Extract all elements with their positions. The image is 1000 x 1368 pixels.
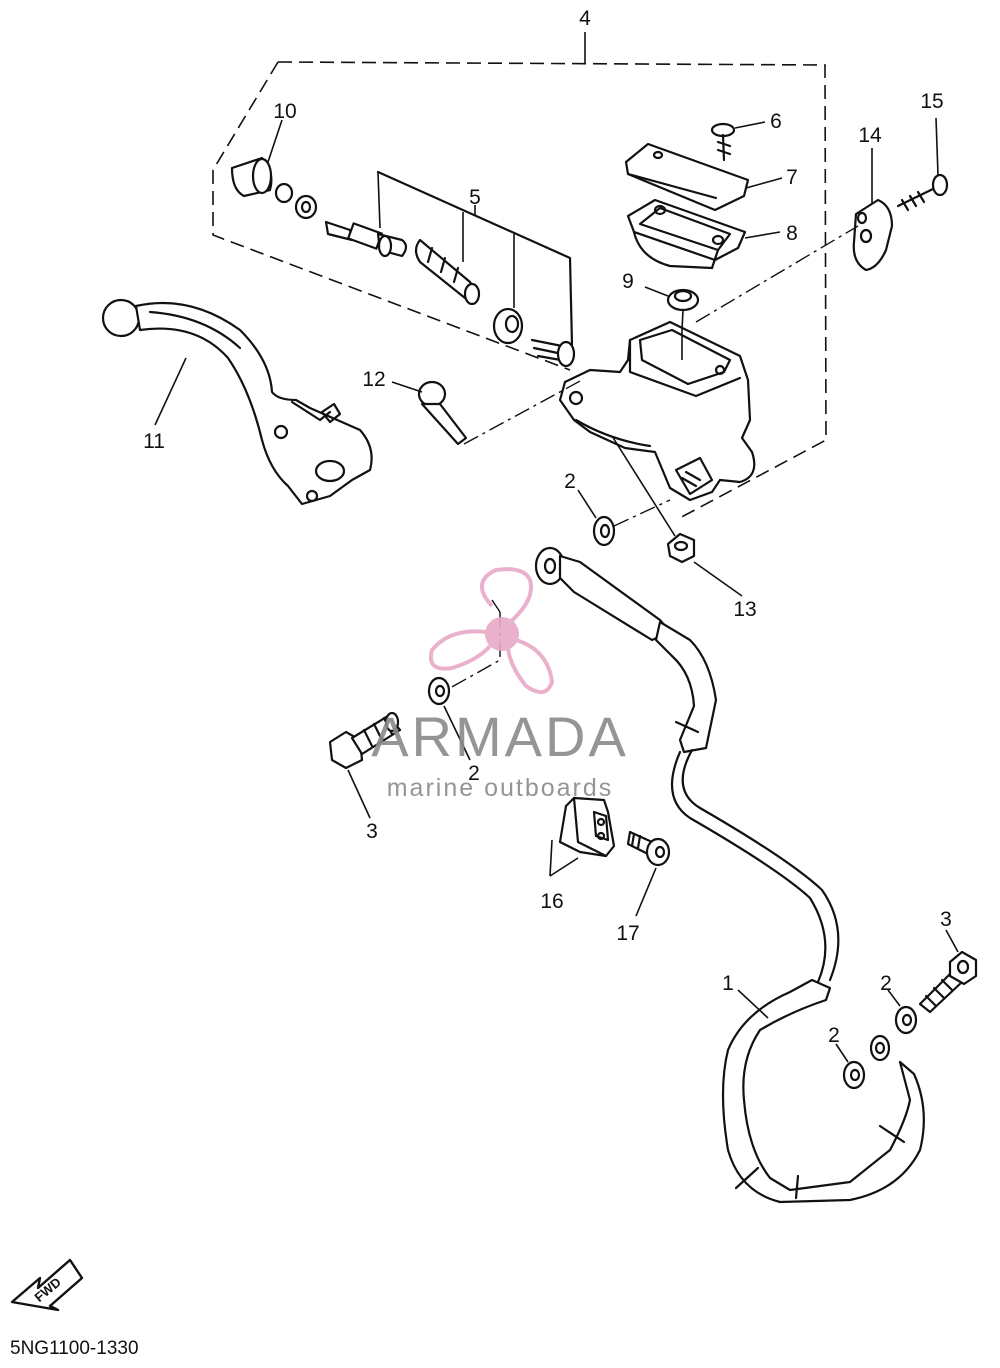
part-washer-lower-right (887, 989, 918, 1035)
callout-12: 12 (362, 368, 385, 391)
part-clutch-hose (534, 546, 925, 1204)
forward-direction-arrow: FWD (10, 1258, 84, 1312)
part-clutch-lever (101, 298, 373, 506)
callout-1: 1 (722, 972, 734, 995)
callout-14: 14 (858, 124, 882, 147)
callout-4: 4 (579, 7, 591, 30)
part-holder (852, 148, 894, 272)
callout-11: 11 (143, 430, 165, 453)
watermark: ARMADA marine outboards (371, 567, 629, 802)
part-nut (611, 435, 743, 597)
part-washer-lower-left (835, 1043, 866, 1090)
callout-2-lower-left: 2 (828, 1024, 840, 1047)
part-master-cylinder-body (558, 309, 756, 502)
part-float-plate (644, 286, 700, 312)
part-holder-bolt (896, 117, 949, 212)
part-clamp-screw (626, 830, 671, 917)
watermark-subtitle: marine outboards (387, 774, 614, 802)
callout-3-right: 3 (940, 908, 952, 931)
callout-3-left: 3 (366, 820, 378, 843)
callout-8: 8 (786, 222, 798, 245)
diagram-part-code: 5NG1100-1330 (10, 1338, 139, 1359)
callouts: 4 10 5 6 7 8 9 14 15 12 11 2 13 2 3 16 1… (143, 7, 952, 1047)
callout-15: 15 (920, 90, 943, 113)
callout-2-lower-right: 2 (880, 972, 892, 995)
callout-7: 7 (786, 166, 798, 189)
assembly-boundary (212, 32, 827, 521)
callout-2-top: 2 (564, 470, 576, 493)
watermark-propeller-logo (429, 567, 555, 694)
callout-6: 6 (770, 110, 782, 133)
callout-2-mid: 2 (468, 762, 480, 785)
callout-17: 17 (616, 922, 639, 945)
part-cap-screw (710, 121, 766, 162)
callout-13: 13 (733, 598, 756, 621)
part-hose-clamp (549, 796, 616, 877)
callout-9: 9 (622, 270, 634, 293)
watermark-title: ARMADA (371, 705, 629, 768)
part-pivot-pin (391, 380, 468, 446)
part-reservoir-cap (624, 142, 783, 212)
callout-10: 10 (273, 100, 296, 123)
callout-16: 16 (540, 890, 563, 913)
part-washer-top (577, 489, 671, 547)
part-dust-boot (230, 119, 318, 220)
center-line-holder (695, 225, 859, 323)
part-union-bolt-right (918, 929, 978, 1014)
part-piston-kit (324, 170, 576, 368)
center-line-pin (463, 379, 583, 445)
callout-5: 5 (469, 186, 481, 209)
part-union-bolt-left (328, 711, 402, 819)
part-diaphragm (626, 198, 781, 270)
